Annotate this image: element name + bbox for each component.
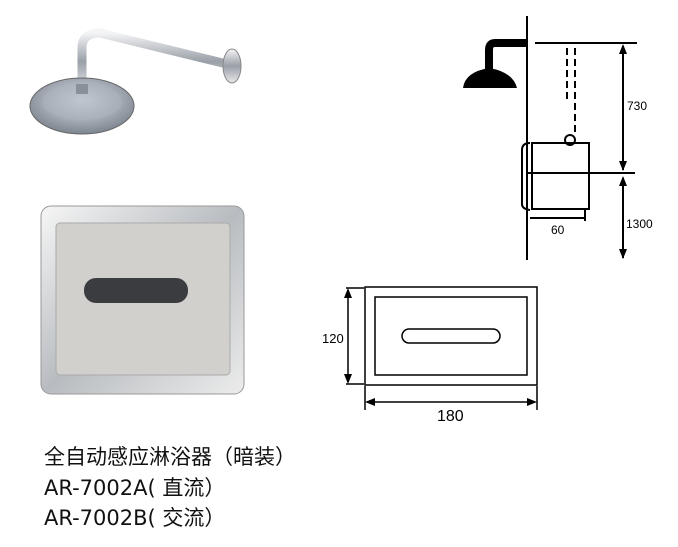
model-b: AR-7002B( 交流） (44, 506, 226, 530)
sensor-panel-photo (40, 205, 245, 395)
dim-730: 730 (627, 99, 647, 113)
shower-head-silhouette (463, 68, 517, 88)
front-dimension-diagram: 120 180 (322, 286, 538, 425)
dim-60: 60 (551, 223, 565, 237)
product-title: 全自动感应淋浴器（暗装） (44, 445, 296, 469)
dim-1300: 1300 (626, 217, 653, 231)
shower-head-photo (29, 28, 242, 135)
dim-180: 180 (437, 408, 464, 425)
model-a: AR-7002A( 直流） (44, 476, 226, 500)
side-installation-diagram: 730 1300 60 (463, 16, 653, 260)
dim-120: 120 (322, 331, 344, 346)
